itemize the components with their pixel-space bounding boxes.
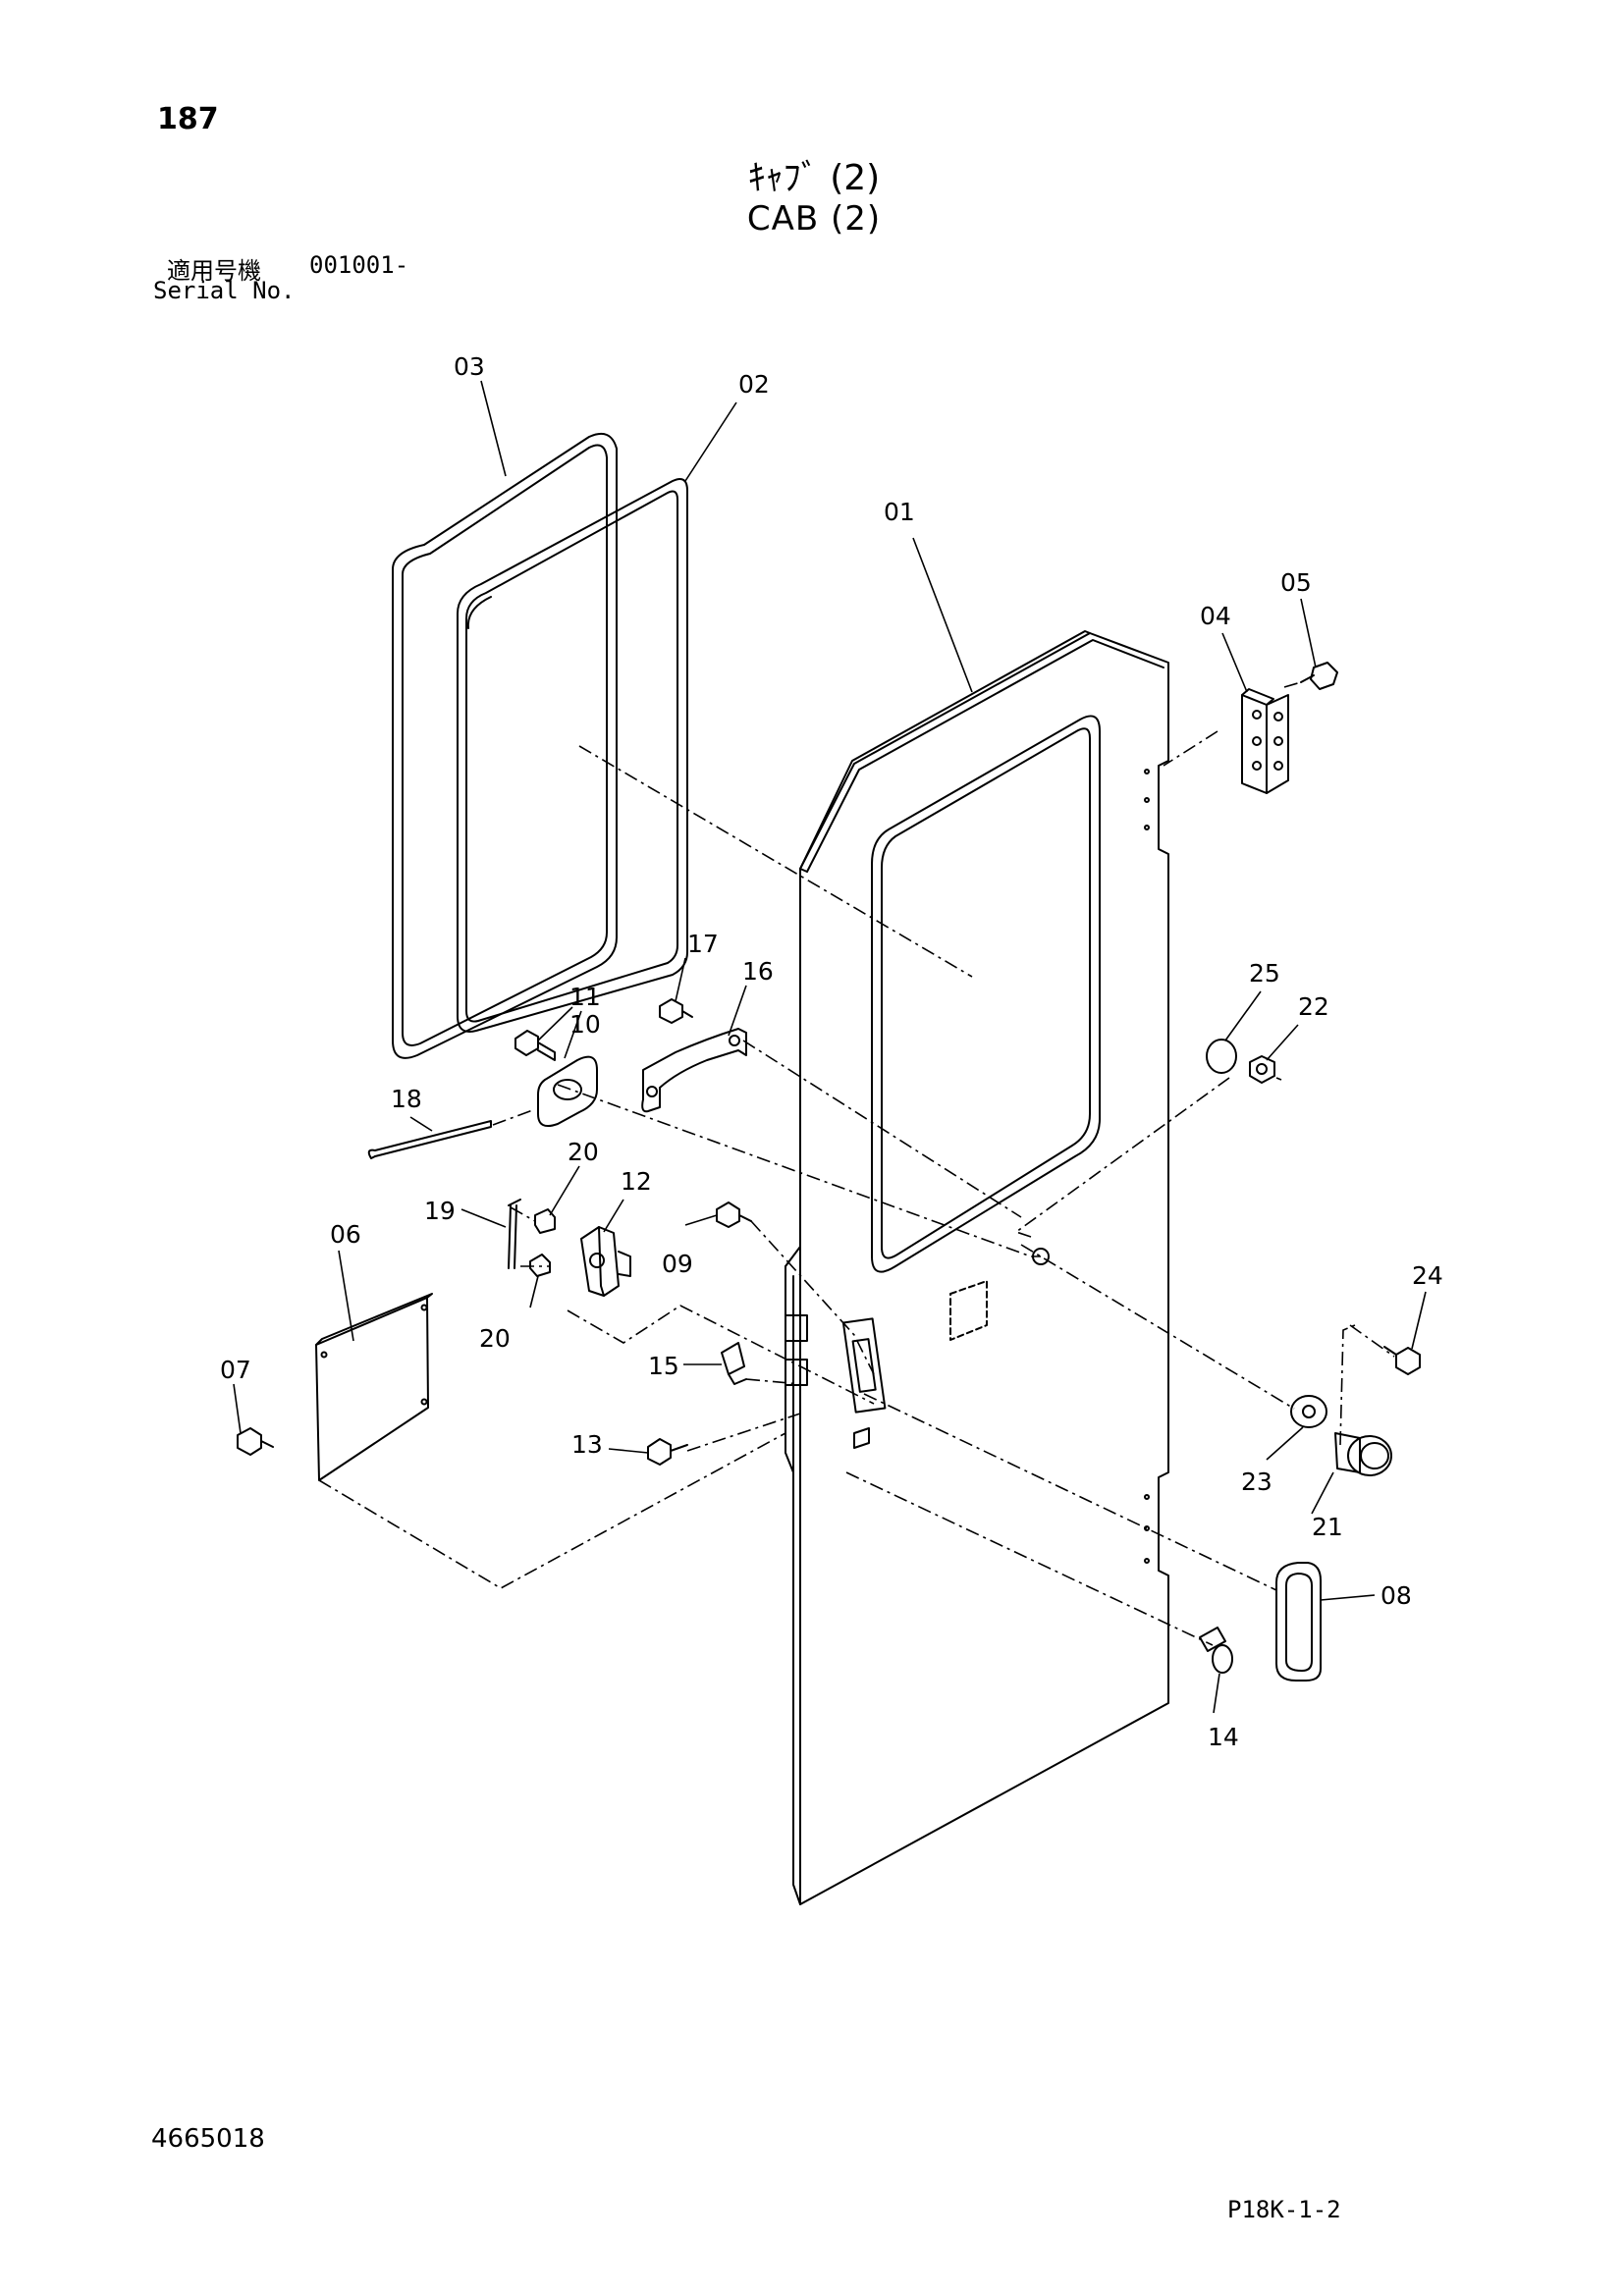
callout-08: 08 (1380, 1581, 1412, 1610)
assembly-lines (318, 681, 1395, 1646)
callout-22: 22 (1298, 992, 1329, 1021)
part-16-grip-handle (641, 1028, 747, 1113)
page-title-english: CAB (2) (746, 199, 882, 239)
callout-21: 21 (1312, 1513, 1343, 1541)
drawing-number: 4665018 (151, 2124, 265, 2154)
callout-25: 25 (1249, 959, 1280, 988)
part-15-latch-tongue (721, 1342, 747, 1385)
callout-23: 23 (1241, 1468, 1272, 1496)
callout-01: 01 (884, 498, 915, 526)
part-05-bolt (1300, 662, 1338, 690)
part-23-escutcheon (1290, 1395, 1327, 1428)
part-09-screw (716, 1201, 752, 1228)
page-number: 187 (157, 102, 219, 136)
callout-24: 24 (1412, 1261, 1443, 1290)
part-14-lock-knob (1199, 1627, 1233, 1674)
part-24-screw (1383, 1346, 1421, 1375)
part-11-screw (514, 1030, 556, 1061)
callout-05: 05 (1280, 568, 1312, 597)
part-06-cover-plate (315, 1293, 433, 1481)
callout-03: 03 (454, 352, 485, 381)
callout-09: 09 (662, 1250, 693, 1278)
callout-11: 11 (569, 983, 601, 1011)
callout-19: 19 (424, 1197, 456, 1225)
callout-06: 06 (330, 1220, 361, 1249)
callout-10: 10 (569, 1010, 601, 1039)
callout-20-lower: 20 (479, 1324, 511, 1353)
part-20-clip-lower (529, 1254, 551, 1277)
leader-lines (233, 380, 1427, 1714)
callout-15: 15 (648, 1352, 679, 1380)
callout-07: 07 (220, 1356, 251, 1384)
part-18-rod (367, 1120, 492, 1159)
serial-label-japanese: 適用号機 (167, 257, 261, 285)
part-22-nut (1249, 1055, 1275, 1084)
callout-17: 17 (687, 930, 719, 958)
part-25-o-ring (1206, 1039, 1237, 1074)
part-20-clip-upper (534, 1208, 556, 1234)
callout-13: 13 (571, 1430, 603, 1459)
part-10-latch-cover (537, 1055, 598, 1127)
part-21-lock-cylinder (1334, 1432, 1392, 1476)
part-17-screw (659, 998, 693, 1024)
serial-number-range: 001001- (309, 251, 409, 279)
callout-18: 18 (391, 1085, 422, 1113)
callout-04: 04 (1200, 602, 1231, 630)
callout-12: 12 (621, 1167, 652, 1196)
page-title-japanese: ｷｬﾌﾞ (2) (747, 158, 881, 198)
callout-14: 14 (1208, 1723, 1239, 1751)
part-08-inner-handle (1275, 1562, 1322, 1682)
part-03-window-seal (392, 433, 618, 1059)
part-01-door-panel (785, 630, 1169, 1905)
callout-16: 16 (742, 957, 774, 986)
part-04-hinge (1241, 688, 1289, 794)
page-code: P18K-1-2 (1227, 2196, 1341, 2223)
callout-labels: 01 02 03 04 05 06 07 08 09 10 11 12 13 1… (220, 352, 1443, 1751)
callout-20-upper: 20 (568, 1138, 599, 1166)
part-19-rod (508, 1199, 521, 1269)
serial-label-english: Serial No. (153, 277, 296, 304)
part-02-window-glass (457, 478, 688, 1033)
part-13-bolt (647, 1438, 688, 1466)
part-07-screw (237, 1427, 274, 1456)
part-12-lock-assembly (580, 1226, 631, 1297)
callout-02: 02 (738, 370, 770, 399)
